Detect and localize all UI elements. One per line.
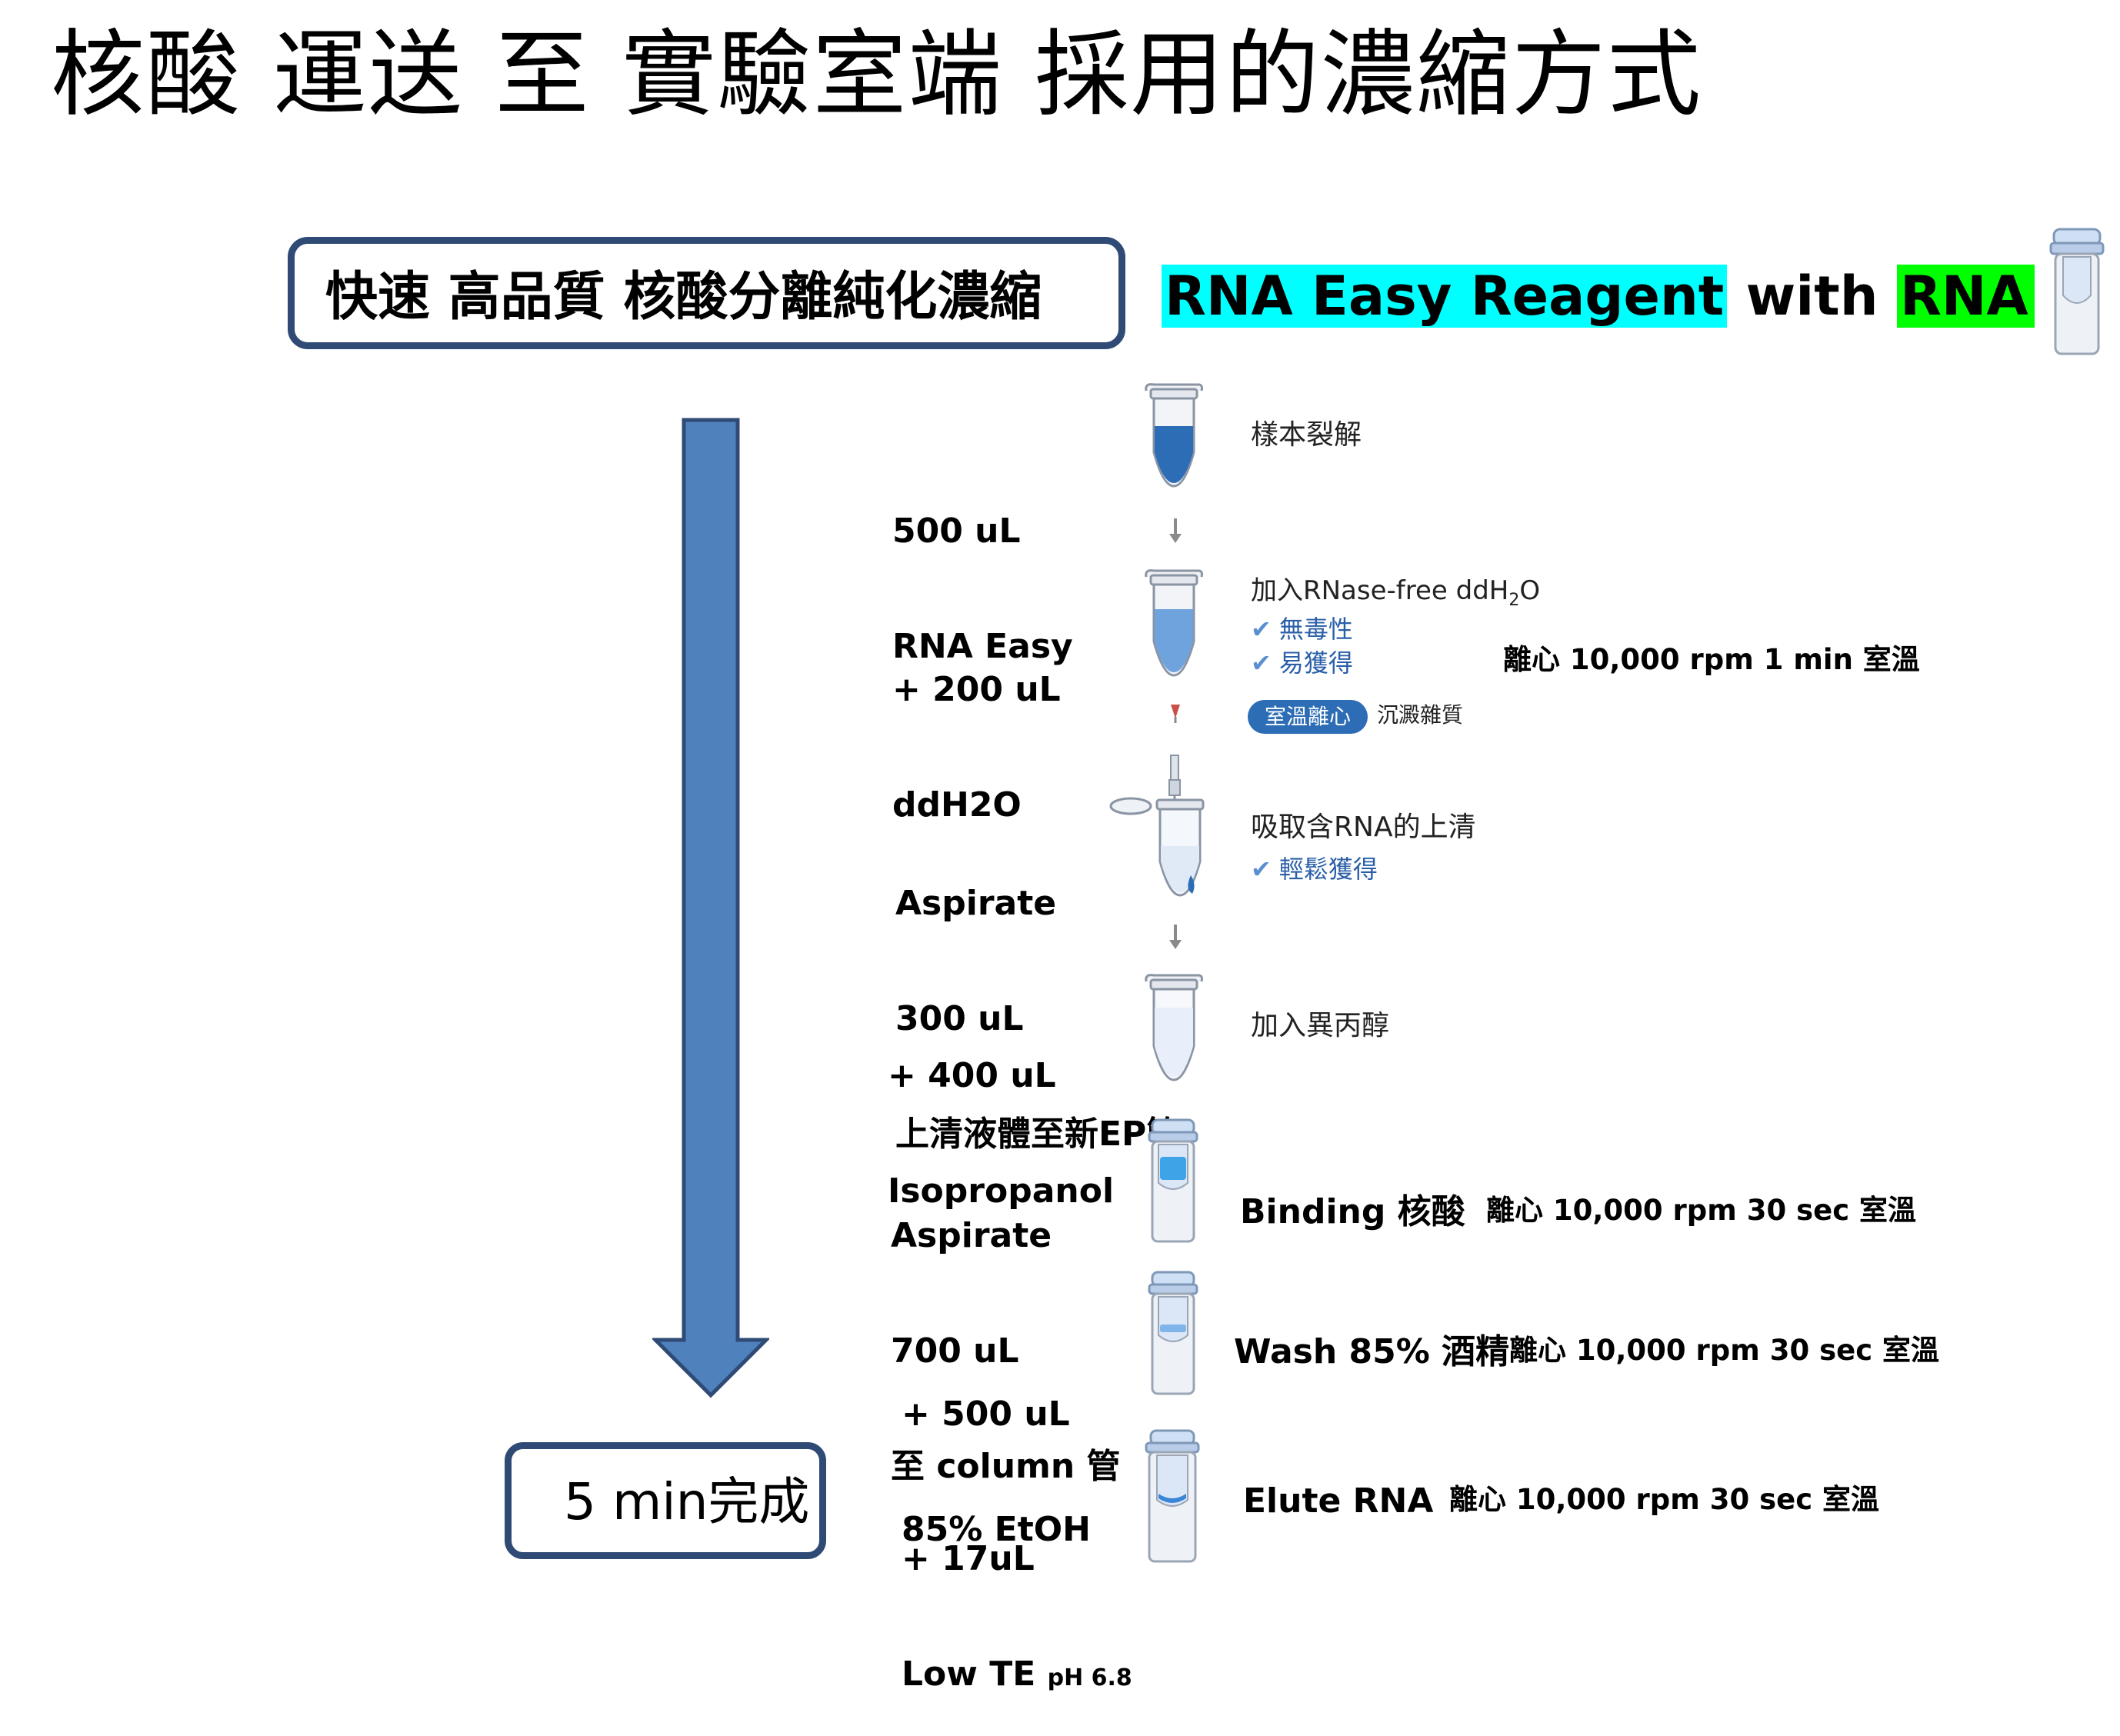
step-7-line-1: + 17uL (902, 1539, 1035, 1578)
eppendorf-tube-icon (1145, 383, 1203, 488)
completion-label: 5 min完成 (564, 1472, 810, 1531)
checkmark-icon: ✔ (1251, 648, 1272, 678)
check-nontoxic: ✔無毒性 (1251, 612, 1353, 646)
spin-condition-2: 離心 10,000 rpm 30 sec 室溫 (1486, 1194, 1917, 1227)
step-4-text: + 400 uL Isopropanol (888, 980, 1114, 1249)
desc-take-super: 吸取含RNA的上清 (1251, 811, 1476, 843)
step-5-line-1: Aspirate (891, 1216, 1052, 1255)
step-2-text: + 200 uL ddH2O (892, 594, 1061, 863)
page-title: 核酸 運送 至 實驗室端 採用的濃縮方式 (51, 20, 1703, 129)
small-down-arrow-icon (1169, 925, 1182, 949)
step-7-text: + 17uL Low TE pH 6.8 (902, 1463, 1132, 1736)
desc-add-water-sub: 2 (1508, 590, 1520, 610)
desc-elute: Elute RNA (1243, 1481, 1434, 1521)
check-nontoxic-label: 無毒性 (1278, 615, 1353, 644)
banner-box: 快速 高品質 核酸分離純化濃縮 (288, 237, 1125, 349)
spin-column-icon (1148, 1118, 1198, 1243)
step-6-line-1: + 500 uL (902, 1394, 1070, 1434)
spin-column-icon (1145, 1429, 1200, 1563)
step-2-line-2: ddH2O (892, 785, 1022, 825)
step-5-line-3: 至 column 管 (891, 1447, 1121, 1486)
step-5-text: Aspirate 700 uL 至 column 管 (891, 1140, 1121, 1524)
small-down-arrow-icon (1171, 705, 1180, 723)
completion-box: 5 min完成 (505, 1442, 826, 1559)
check-easy-obtain: ✔輕鬆獲得 (1251, 852, 1378, 886)
step-5-line-2: 700 uL (891, 1331, 1019, 1371)
pipette-icon (1109, 755, 1205, 897)
check-easy-get-label: 易獲得 (1278, 648, 1353, 678)
precipitate-label: 沉澱雜質 (1377, 702, 1464, 728)
desc-binding: Binding 核酸 (1240, 1192, 1465, 1231)
step-6-text: + 500 uL 85% EtOH (902, 1318, 1091, 1588)
reagent-name: RNA Easy Reagent (1162, 265, 1728, 328)
step-1-text: 500 uL RNA Easy (892, 435, 1073, 705)
step-3-text: Aspirate 300 uL 上清液體至新EP管 (895, 808, 1180, 1192)
desc-add-iso: 加入異丙醇 (1251, 1010, 1390, 1041)
rt-spin-badge: 室溫離心 (1248, 700, 1368, 734)
step-3-line-3: 上清液體至新EP管 (895, 1115, 1181, 1154)
step-6-line-2: 85% EtOH (902, 1510, 1091, 1549)
eppendorf-tube-icon (1145, 569, 1203, 677)
desc-wash: Wash 85% 酒精 (1234, 1332, 1510, 1371)
step-7-line-2: Low TE pH 6.8 (902, 1655, 1132, 1698)
spin-column-icon (1148, 1271, 1198, 1395)
step-3-line-2: 300 uL (895, 999, 1024, 1038)
desc-add-water: 加入RNase-free ddH2O (1251, 574, 1540, 618)
large-down-arrow-icon (652, 418, 769, 1398)
checkmark-icon: ✔ (1251, 615, 1272, 644)
reagent-heading: RNA Easy Reagent with RNA column (1162, 263, 2035, 329)
desc-add-water-prefix: 加入RNase-free ddH (1251, 575, 1509, 606)
spin-condition-1: 離心 10,000 rpm 1 min 室溫 (1503, 643, 1920, 676)
small-down-arrow-icon (1169, 518, 1182, 543)
step-1-line-1: 500 uL (892, 511, 1021, 551)
step-7-ph: pH 6.8 (1047, 1664, 1132, 1691)
step-3-line-1: Aspirate (895, 884, 1057, 923)
eppendorf-tube-icon (1145, 974, 1203, 1081)
check-easy-obtain-label: 輕鬆獲得 (1278, 855, 1378, 884)
reagent-with: with (1727, 265, 1897, 328)
spin-condition-3: 離心 10,000 rpm 30 sec 室溫 (1509, 1334, 1940, 1367)
step-7-line-2-main: Low TE (902, 1654, 1048, 1694)
spin-condition-4: 離心 10,000 rpm 30 sec 室溫 (1449, 1483, 1880, 1516)
column-name: RNA column (1896, 265, 2035, 328)
step-2-line-1: + 200 uL (892, 670, 1061, 709)
step-4-line-2: Isopropanol (888, 1171, 1115, 1211)
banner-text: 快速 高品質 核酸分離純化濃縮 (325, 267, 1042, 328)
spin-column-icon (2049, 228, 2105, 355)
desc-add-water-suffix: O (1519, 575, 1541, 606)
step-1-line-2: RNA Easy (892, 627, 1073, 666)
check-easy-get: ✔易獲得 (1251, 646, 1353, 680)
step-4-line-1: + 400 uL (888, 1056, 1056, 1095)
desc-lysis: 樣本裂解 (1251, 419, 1362, 451)
checkmark-icon: ✔ (1251, 855, 1272, 884)
